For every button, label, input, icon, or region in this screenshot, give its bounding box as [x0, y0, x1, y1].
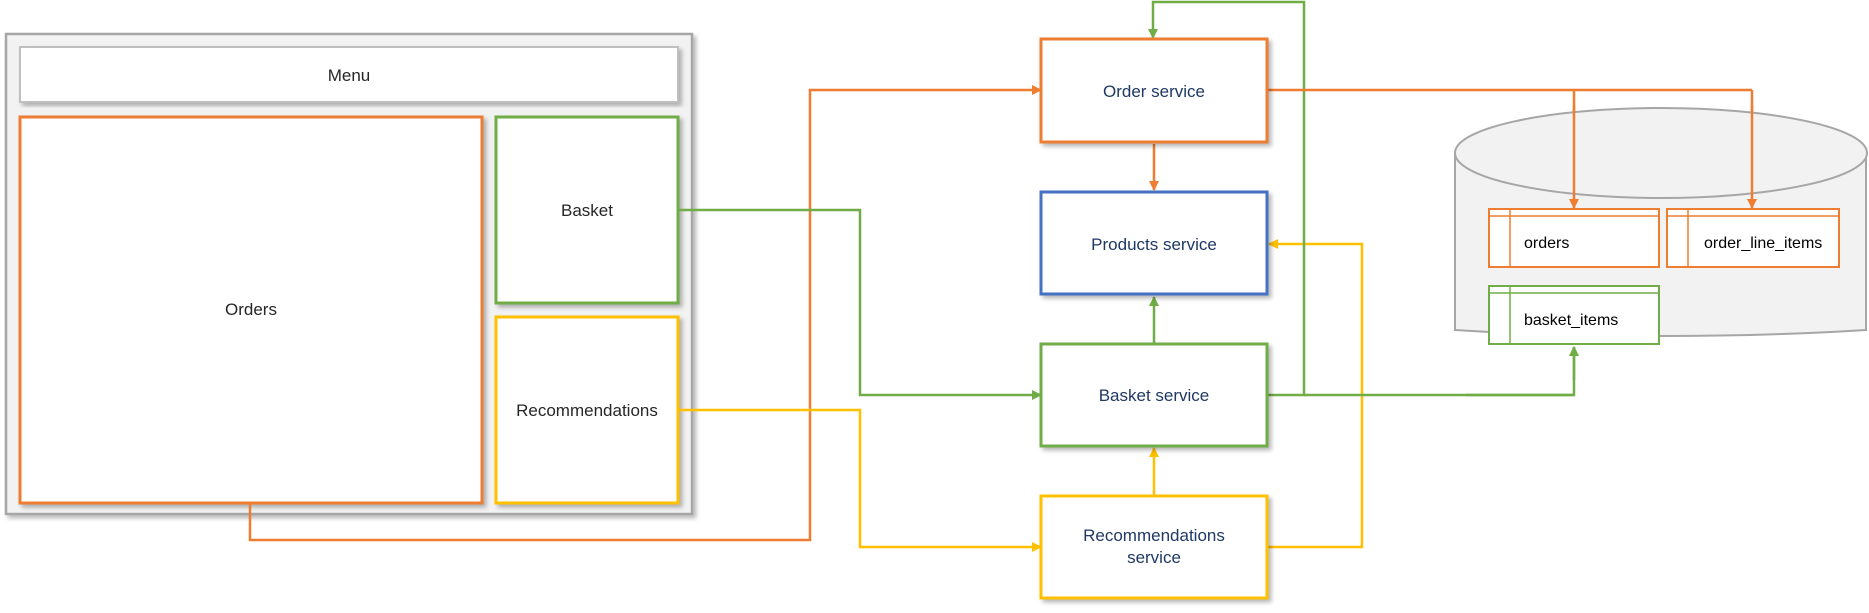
recommendations-to-recommendations-service-arrow — [679, 408, 1042, 552]
recommendations-service-label-line2: service — [1127, 548, 1181, 567]
basket-to-order-loop-arrow — [1148, 0, 1306, 397]
basket-box — [494, 115, 680, 305]
database: orders order_line_items basket_items — [1454, 106, 1868, 397]
menu-box — [19, 46, 679, 103]
basket-service-box — [1039, 342, 1269, 448]
menu-label: Menu — [328, 66, 371, 85]
order-line-items-table: order_line_items — [1666, 208, 1840, 268]
basket-service-label: Basket service — [1099, 386, 1210, 405]
database-cylinder-top — [1454, 107, 1868, 199]
basket-to-basket-service-arrow — [679, 208, 1042, 400]
services: Order service Products service Basket se… — [1039, 37, 1269, 600]
recommendations-service-box — [1039, 494, 1269, 600]
products-service-box — [1039, 190, 1269, 296]
recommendations-service-label-line1: Recommendations — [1083, 526, 1225, 545]
ui-mockup: Menu Orders Basket Recommendations — [4, 32, 694, 516]
basket-to-basket-items-arrow — [1304, 346, 1579, 397]
order-service-box — [1039, 37, 1269, 144]
recommendations-label: Recommendations — [516, 401, 658, 420]
basket-items-table-label: basket_items — [1524, 312, 1618, 329]
basket-label: Basket — [561, 201, 613, 220]
orders-box — [18, 115, 484, 505]
orders-label: Orders — [225, 300, 277, 319]
basket-items-table: basket_items — [1488, 285, 1660, 345]
orders-table-label: orders — [1524, 235, 1569, 252]
orders-to-order-service-arrow — [248, 85, 1042, 542]
order-line-items-table-label: order_line_items — [1704, 235, 1822, 252]
products-service-label: Products service — [1091, 235, 1217, 254]
order-service-label: Order service — [1103, 82, 1205, 101]
orders-table: orders — [1488, 208, 1660, 268]
recommendations-box — [494, 315, 680, 505]
